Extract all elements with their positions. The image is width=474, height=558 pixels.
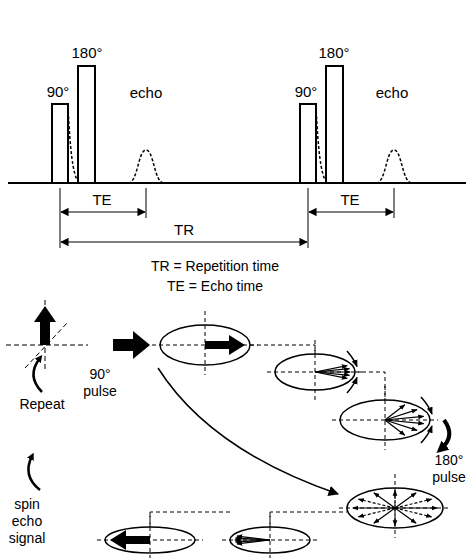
pulse-sequence — [8, 66, 466, 248]
spin-vector — [315, 366, 347, 372]
transverse-plane — [347, 488, 443, 528]
label: echo — [367, 84, 417, 101]
magnetization-diagram — [6, 300, 449, 550]
axis — [395, 474, 396, 538]
dephasing-arc — [421, 426, 432, 443]
spin-vector — [385, 405, 405, 420]
axis — [97, 540, 203, 541]
dephasing-arc — [421, 397, 432, 414]
spin-vector — [315, 372, 349, 375]
label: TE = Echo time — [105, 278, 325, 295]
spin-vector — [237, 540, 270, 544]
spin-vector — [395, 508, 432, 517]
label: 180° pulse — [429, 452, 469, 486]
label: 180° — [62, 44, 112, 61]
spin-vector — [358, 499, 395, 508]
spin-vector — [353, 507, 395, 508]
spin-vector — [394, 490, 395, 508]
label: 90° pulse — [78, 366, 122, 400]
dephasing-arc — [347, 351, 357, 367]
label: TE — [87, 191, 117, 208]
label: Repeat — [12, 396, 72, 413]
label: TR — [169, 221, 199, 238]
dephasing-arc — [347, 377, 357, 393]
axis — [270, 513, 271, 558]
label: TR = Repetition time — [105, 258, 325, 275]
axis — [385, 386, 386, 450]
label: 90° — [286, 83, 326, 100]
label: echo — [121, 84, 171, 101]
spin-vector — [374, 508, 395, 523]
spin-vector — [395, 507, 437, 508]
spin-vector — [394, 508, 395, 526]
label: 180° — [309, 44, 359, 61]
spin-vectors — [97, 311, 451, 558]
spin-vector — [385, 410, 417, 420]
axis — [315, 340, 316, 400]
spin-vector — [385, 420, 424, 424]
label: 90° — [38, 83, 78, 100]
spin-vector — [395, 493, 416, 508]
axis — [152, 345, 258, 346]
label: TE — [335, 191, 365, 208]
axis — [205, 311, 206, 375]
label: spin echo signal — [4, 496, 50, 547]
axis — [150, 513, 151, 558]
spin-vector — [385, 420, 405, 435]
